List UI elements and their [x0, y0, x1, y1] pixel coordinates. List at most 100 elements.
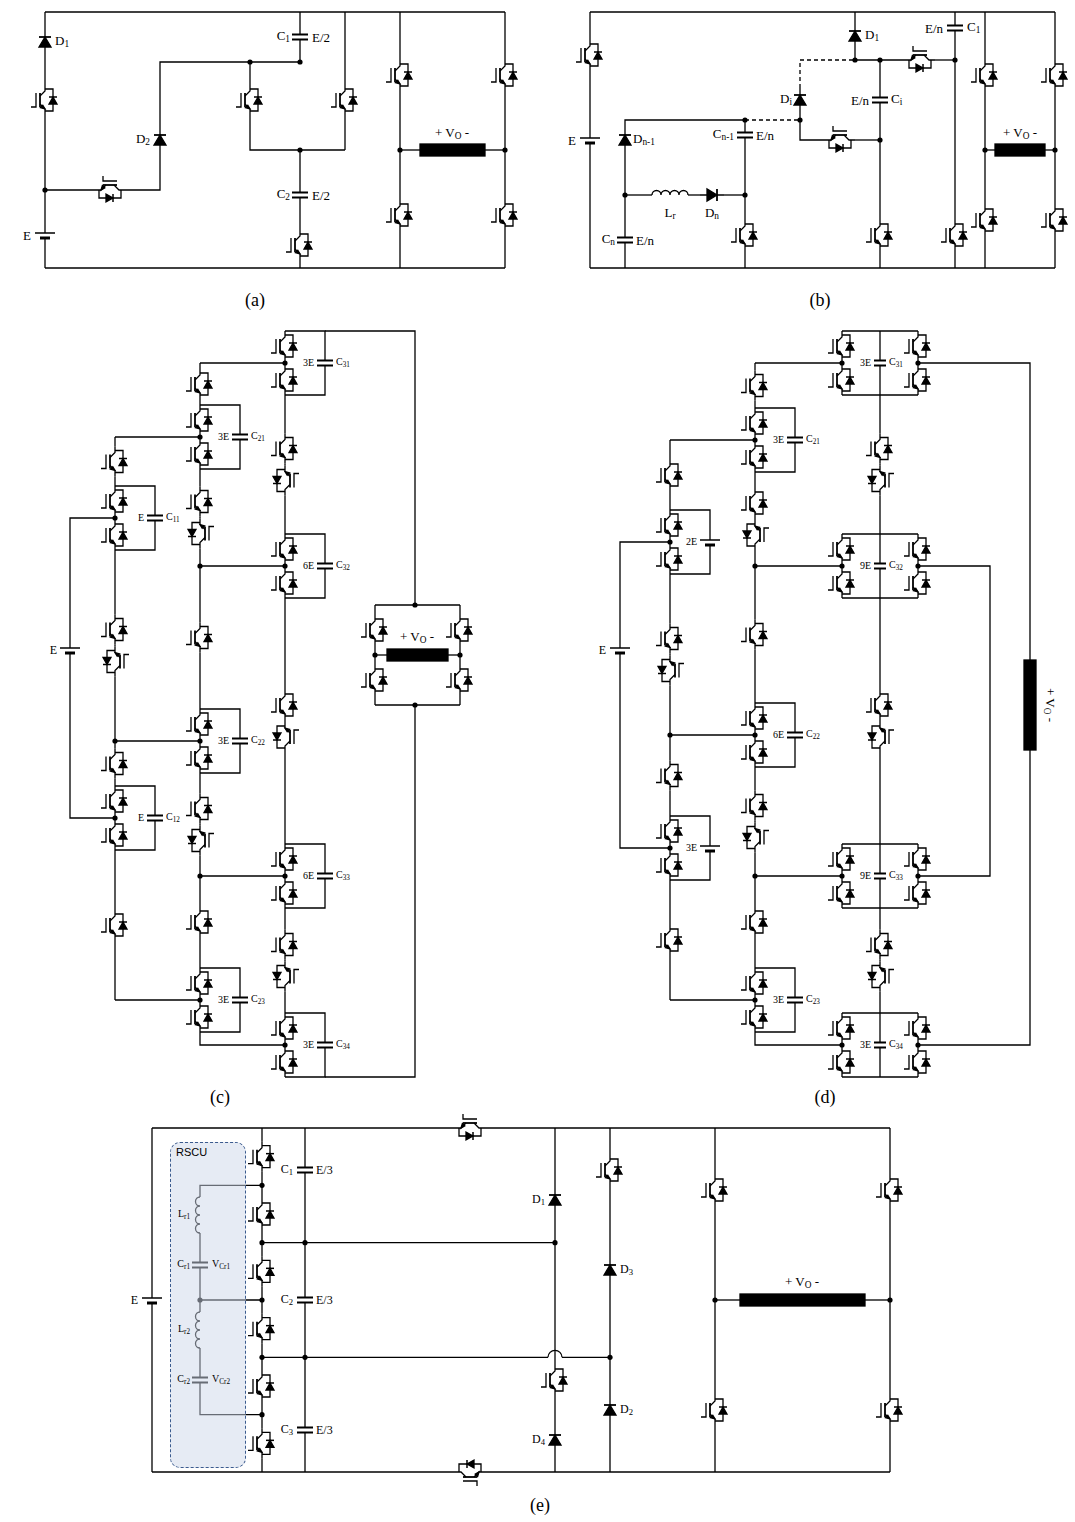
igbt-switch-part — [386, 208, 391, 222]
igbt-switch-part — [279, 886, 281, 900]
wire — [755, 565, 842, 566]
capacitor-symbol — [292, 185, 308, 205]
igbt-switch-part — [750, 408, 755, 438]
text-part: C — [889, 1038, 896, 1049]
subscript-part: 11 — [173, 516, 180, 524]
text-part: 9E — [860, 870, 871, 881]
igbt-switch-part — [750, 371, 755, 401]
igbt-switch-part — [904, 339, 909, 353]
wire — [879, 464, 880, 466]
igbt-switch-part — [101, 794, 106, 808]
igbt-switch-part — [110, 769, 115, 773]
igbt-switch-part — [455, 1472, 485, 1477]
igbt-switch — [491, 60, 517, 90]
wire — [344, 115, 345, 150]
igbt-switch-part — [922, 342, 930, 344]
igbt-switch-part — [912, 373, 914, 387]
igbt-switch-part — [349, 96, 357, 98]
text-part: C — [277, 28, 286, 43]
igbt-switch-part — [257, 1199, 262, 1229]
capacitor-symbol — [147, 508, 163, 528]
igbt-switch-part — [665, 644, 670, 648]
igbt-switch-part — [913, 1067, 918, 1071]
capacitor-symbol-part — [324, 353, 325, 373]
igbt-switch — [248, 1142, 274, 1172]
subscript-part: 34 — [896, 1043, 903, 1051]
igbt-switch-part — [759, 802, 767, 804]
igbt-switch — [541, 1365, 567, 1395]
text-part: C — [713, 126, 722, 141]
igbt-switch-part — [194, 377, 196, 391]
igbt-switch-part — [846, 890, 854, 897]
text-part: E — [599, 643, 606, 657]
igbt-switch-part — [875, 690, 880, 720]
igbt-switch-part — [110, 749, 115, 779]
igbt-switch-part — [741, 711, 746, 725]
component-name: C1 — [281, 1163, 293, 1177]
igbt-switch-part — [463, 1476, 477, 1478]
igbt-switch-part — [289, 856, 297, 863]
wire — [399, 230, 400, 268]
igbt-switch-part — [743, 840, 751, 842]
igbt-switch-part — [885, 1195, 890, 1199]
igbt-switch-part — [204, 498, 212, 500]
igbt-switch-part — [279, 442, 281, 456]
text-part: C — [967, 19, 976, 34]
capacitor-symbol — [317, 866, 333, 886]
igbt-switch-part — [665, 870, 670, 874]
wire — [200, 875, 285, 876]
igbt-switch-part — [280, 844, 285, 874]
junction-dot — [197, 738, 202, 743]
junction-dot — [112, 815, 117, 820]
capacitor-symbol-part — [874, 564, 886, 569]
igbt-switch-part — [656, 769, 661, 783]
wire — [299, 12, 300, 27]
igbt-switch-part — [674, 636, 682, 643]
igbt-switch — [741, 703, 767, 733]
voltage-label: E — [568, 134, 576, 147]
text-part: E — [131, 1293, 138, 1307]
igbt-switch-part — [922, 890, 930, 897]
wire — [670, 552, 710, 574]
wire — [754, 363, 755, 371]
igbt-switch-part — [289, 377, 297, 384]
subscript-part: 1 — [541, 1197, 545, 1207]
igbt-switch — [904, 844, 930, 874]
subscript-part: 1 — [289, 1167, 293, 1177]
igbt-switch-part — [101, 918, 106, 932]
load-block — [740, 1294, 865, 1306]
capacitor-symbol-part — [879, 90, 880, 110]
igbt-switch-part — [110, 486, 115, 516]
igbt-switch-part — [404, 71, 412, 73]
junction-dot — [752, 873, 757, 878]
igbt-switch-part — [656, 824, 661, 838]
igbt-switch — [186, 439, 212, 469]
igbt-switch-part — [106, 194, 113, 202]
wire — [284, 598, 285, 690]
igbt-switch-part — [304, 242, 312, 249]
igbt-switch-part — [204, 805, 212, 807]
igbt-switch-part — [904, 576, 909, 590]
igbt-switch-part — [741, 450, 746, 464]
capacitor-symbol-part — [232, 739, 248, 744]
igbt-switch-part — [846, 1024, 854, 1026]
igbt-switch-part — [828, 576, 833, 590]
wire — [879, 720, 880, 722]
wire — [670, 858, 710, 880]
voltage-label: 9E — [860, 871, 871, 881]
igbt-switch-part — [674, 828, 682, 835]
igbt-switch-part — [664, 632, 666, 646]
igbt-switch-part — [584, 48, 586, 62]
battery-symbol-part — [580, 137, 600, 139]
capacitor-symbol-part — [232, 435, 248, 440]
igbt-switch-part — [664, 769, 666, 783]
igbt-switch-part — [119, 922, 127, 929]
capacitor-symbol-part — [239, 427, 240, 447]
wire — [284, 496, 285, 535]
igbt-switch-part — [913, 385, 918, 389]
igbt-switch-part — [257, 1162, 262, 1166]
junction-dot — [667, 845, 672, 850]
wire — [284, 908, 285, 930]
wire — [114, 477, 115, 487]
